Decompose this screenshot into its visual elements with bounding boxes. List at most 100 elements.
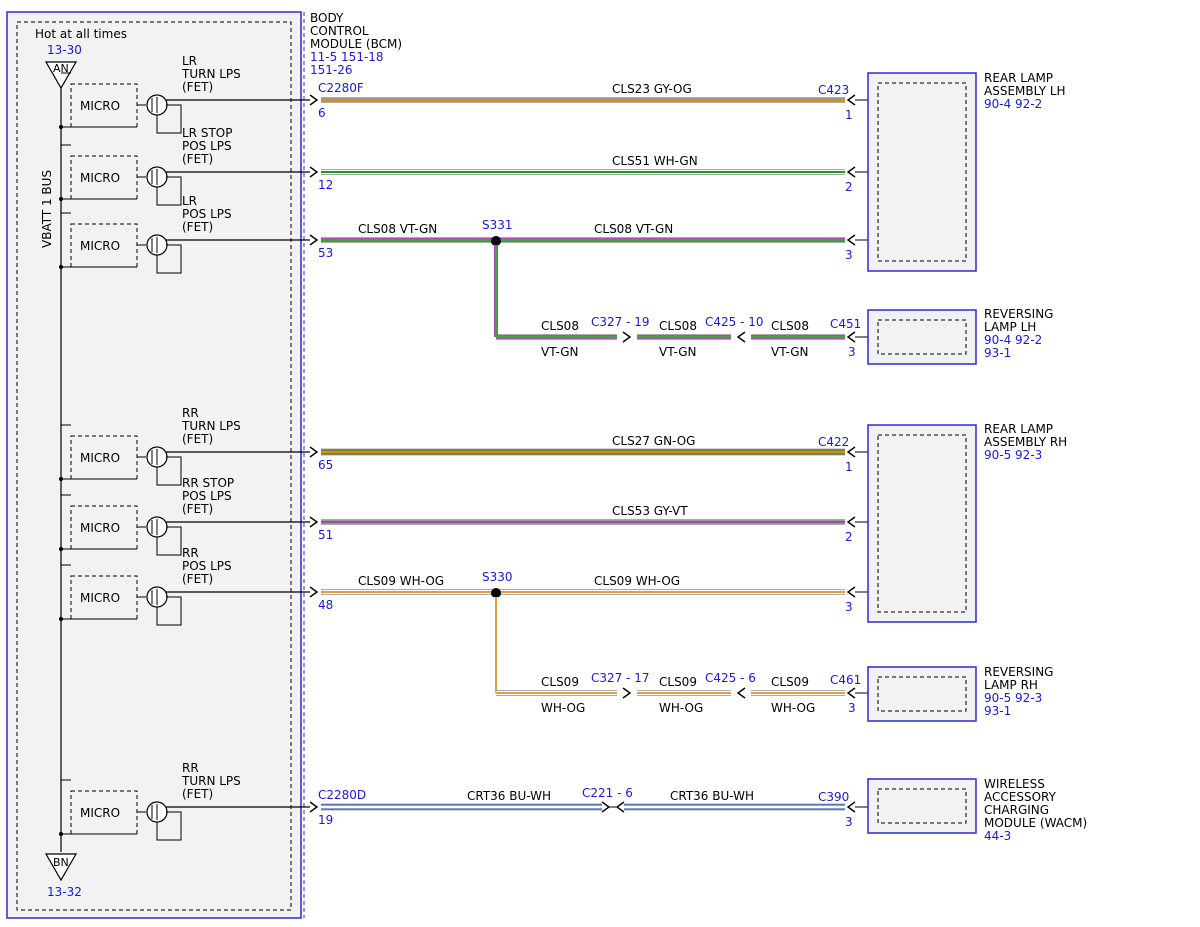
connector-c2280f: C2280F xyxy=(318,81,364,95)
circuit-function-label: (FET) xyxy=(182,152,213,166)
rear-lamp-lh-line-1: REAR LAMP xyxy=(984,71,1053,85)
component-pin-arrow xyxy=(846,586,856,598)
wacm-line-1: WIRELESS xyxy=(984,777,1045,791)
fet-return xyxy=(156,176,182,206)
dest-connector-label: C422 xyxy=(818,435,849,449)
branch-dest-connector: C451 xyxy=(830,317,861,331)
component-pin-arrow xyxy=(846,234,856,246)
wacm-line-3: CHARGING xyxy=(984,803,1049,817)
splice-node xyxy=(491,236,501,246)
wire-label-right: CLS09 WH-OG xyxy=(594,574,680,588)
inline-connector-arrow-left xyxy=(615,801,625,813)
bcm-pin: 6 xyxy=(318,106,326,120)
branch-dest-connector: C461 xyxy=(830,673,861,687)
circuit-function-label: TURN LPS xyxy=(181,419,241,433)
branch-arrow-1 xyxy=(622,687,632,699)
component-pin-arrow xyxy=(846,801,856,813)
micro-label: MICRO xyxy=(80,239,120,253)
circuit-function-label: (FET) xyxy=(182,220,213,234)
dest-pin: 3 xyxy=(845,248,853,262)
rear-lamp-lh-line-2: ASSEMBLY LH xyxy=(984,84,1066,98)
rear-lamp-assembly-lh: REAR LAMP ASSEMBLY LH 90-4 92-2 xyxy=(867,71,1066,272)
circuit-function-label: TURN LPS xyxy=(181,67,241,81)
micro-label: MICRO xyxy=(80,451,120,465)
bcm-ref-1: 11-5 151-18 xyxy=(310,50,384,64)
bcm-pin: 12 xyxy=(318,178,333,192)
reversing-lamp-lh-line-1: REVERSING xyxy=(984,307,1053,321)
fet-return xyxy=(156,244,182,274)
micro-label: MICRO xyxy=(80,806,120,820)
wire-label: CLS51 WH-GN xyxy=(612,154,698,168)
circuit-function-label: (FET) xyxy=(182,502,213,516)
bcm-ref-2: 151-26 xyxy=(310,63,353,77)
vbatt-bus-label: VBATT 1 BUS xyxy=(40,170,54,248)
connector-pin-arrow xyxy=(309,94,319,106)
dest-connector-label: C390 xyxy=(818,790,849,804)
branch-wire-1: CLS09 xyxy=(541,675,579,689)
fet-return xyxy=(156,456,182,486)
circuit-function-label: POS LPS xyxy=(182,559,232,573)
circuit-function-label: RR xyxy=(182,546,199,560)
bcm-pin: 53 xyxy=(318,246,333,260)
branch-dest-pin: 3 xyxy=(848,345,856,359)
an-terminal-icon xyxy=(44,61,78,90)
bcm-module: Hot at all times 13-30 AN BN 13-32 VBATT… xyxy=(6,11,402,919)
circuit-function-label: RR xyxy=(182,406,199,420)
component-pin-arrow xyxy=(846,94,856,106)
branch-connector-1: C327 - 17 xyxy=(591,671,650,685)
reversing-lamp-lh: REVERSING LAMP LH 90-4 92-2 93-1 xyxy=(867,307,1053,365)
reversing-lamp-lh-ref-1: 90-4 92-2 xyxy=(984,333,1042,347)
connector-pin-arrow xyxy=(309,801,319,813)
branch-arrow-3 xyxy=(846,687,856,699)
hot-at-all-times-label: Hot at all times xyxy=(35,27,127,41)
circuit-function-label: LR STOP xyxy=(182,126,232,140)
branch-color-2: VT-GN xyxy=(659,345,696,359)
splice-label: S330 xyxy=(482,570,513,584)
branch-arrow-3 xyxy=(846,331,856,343)
branch-wire-3: CLS08 xyxy=(771,319,809,333)
micro-label: MICRO xyxy=(80,99,120,113)
reversing-lamp-rh: REVERSING LAMP RH 90-5 92-3 93-1 xyxy=(867,665,1053,722)
branch-color-2: WH-OG xyxy=(659,701,703,715)
dest-pin: 2 xyxy=(845,530,853,544)
connector-pin-arrow xyxy=(309,516,319,528)
wacm-ref: 44-3 xyxy=(984,829,1011,843)
bcm-pin: 51 xyxy=(318,528,333,542)
connector-pin-arrow xyxy=(309,586,319,598)
circuit-function-label: LR xyxy=(182,194,197,208)
circuit-function-label: RR STOP xyxy=(182,476,234,490)
rear-lamp-lh-ref: 90-4 92-2 xyxy=(984,97,1042,111)
dest-pin: 1 xyxy=(845,108,853,122)
branch-dest-pin: 3 xyxy=(848,701,856,715)
circuit-function-label: POS LPS xyxy=(182,207,232,221)
branch-connector-2: C425 - 10 xyxy=(705,315,764,329)
dest-connector-label: C423 xyxy=(818,83,849,97)
branch-connector-2: C425 - 6 xyxy=(705,671,756,685)
wire-label-left: CLS09 WH-OG xyxy=(358,574,444,588)
branch-wire-3: CLS09 xyxy=(771,675,809,689)
branch-wire-1: CLS08 xyxy=(541,319,579,333)
wire-label-left: CLS08 VT-GN xyxy=(358,222,437,236)
circuit-function-label: RR xyxy=(182,761,199,775)
bcm-title-3: MODULE (BCM) xyxy=(310,37,402,51)
circuit-function-label: (FET) xyxy=(182,572,213,586)
connector-pin-arrow xyxy=(309,166,319,178)
fet-return xyxy=(156,811,182,841)
circuit-function-label: POS LPS xyxy=(182,489,232,503)
branch-arrow-1 xyxy=(622,331,632,343)
circuit-function-label: (FET) xyxy=(182,80,213,94)
inline-connector-label: C221 - 6 xyxy=(582,786,633,800)
wacm-line-2: ACCESSORY xyxy=(984,790,1057,804)
an-label: AN xyxy=(53,62,69,75)
dest-pin: 3 xyxy=(845,600,853,614)
wire-label: CLS23 GY-OG xyxy=(612,82,692,96)
wire-label-left: CRT36 BU-WH xyxy=(467,789,551,803)
reversing-lamp-rh-ref-2: 93-1 xyxy=(984,704,1011,718)
circuit-function-label: (FET) xyxy=(182,432,213,446)
branch-arrow-2 xyxy=(736,331,746,343)
wire-label: CLS53 GY-VT xyxy=(612,504,688,518)
connector-pin-arrow xyxy=(309,234,319,246)
bcm-pin: 48 xyxy=(318,598,333,612)
branch-color-1: WH-OG xyxy=(541,701,585,715)
